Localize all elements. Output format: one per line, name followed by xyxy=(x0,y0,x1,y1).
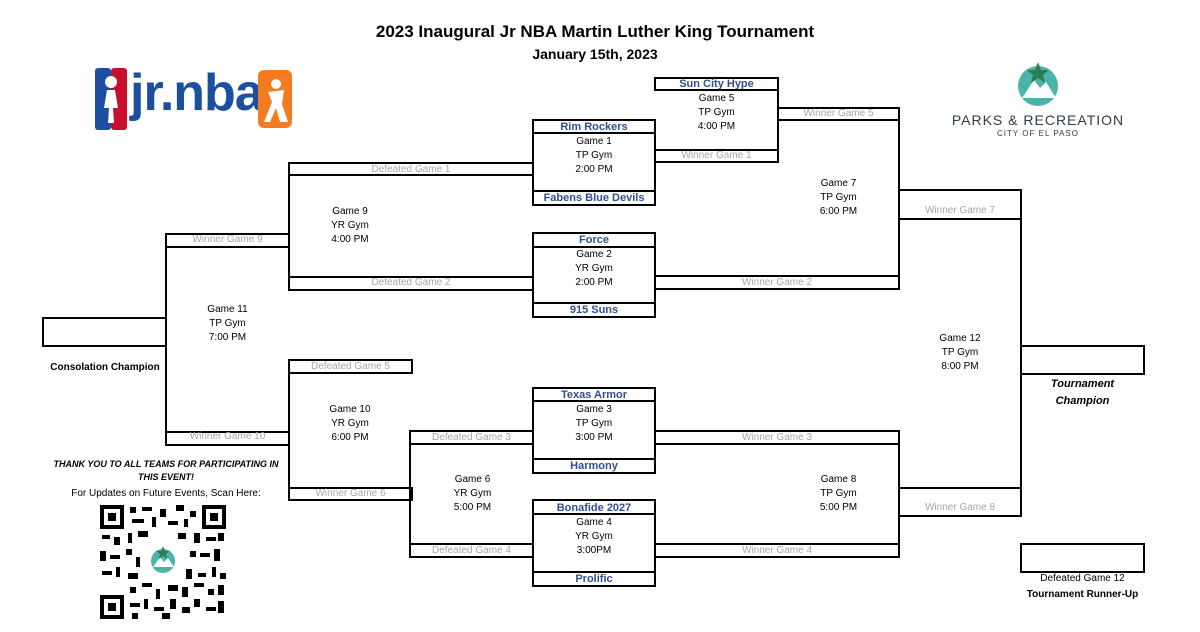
team-sun-city-hype: Sun City Hype xyxy=(679,78,754,90)
qr-code-icon[interactable] xyxy=(98,503,228,621)
team-texas-armor: Texas Armor xyxy=(560,389,628,401)
thank-you-note: THANK YOU TO ALL TEAMS FOR PARTICIPATING… xyxy=(53,459,279,482)
slot-defeated-game-5: Defeated Game 5 xyxy=(311,361,390,372)
slot-winner-game-2: Winner Game 2 xyxy=(741,277,813,288)
team-rim-rockers: Rim Rockers xyxy=(560,121,628,133)
scan-instructions: For Updates on Future Events, Scan Here: xyxy=(71,488,261,499)
slot-winner-game-6: Winner Game 6 xyxy=(315,488,386,499)
team-prolific: Prolific xyxy=(575,573,613,585)
consolation-champion-label: Consolation Champion xyxy=(50,362,160,373)
slot-defeated-game-3: Defeated Game 3 xyxy=(432,432,511,443)
defeated-game-12-label: Defeated Game 12 xyxy=(1040,573,1125,584)
team-force: Force xyxy=(579,234,609,246)
slot-winner-game-8: Winner Game 8 xyxy=(924,502,996,513)
team-bonafide-2027: Bonafide 2027 xyxy=(556,502,632,514)
slot-winner-game-1: Winner Game 1 xyxy=(681,150,752,161)
slot-winner-game-9: Winner Game 9 xyxy=(192,234,263,245)
jr-nba-wordmark: jr.nba xyxy=(130,64,264,122)
slot-winner-game-4: Winner Game 4 xyxy=(741,545,813,556)
team-fabens-blue-devils: Fabens Blue Devils xyxy=(543,192,645,204)
team-harmony: Harmony xyxy=(570,460,618,472)
parks-subtitle: CITY OF EL PASO xyxy=(997,129,1079,138)
parks-recreation-logo: PARKS & RECREATION CITY OF EL PASO xyxy=(940,60,1136,140)
slot-winner-game-5: Winner Game 5 xyxy=(803,108,874,119)
nba-logo-icon xyxy=(95,68,127,130)
wnba-logo-icon xyxy=(258,70,292,128)
slot-defeated-game-1: Defeated Game 1 xyxy=(371,164,451,175)
slot-defeated-game-4: Defeated Game 4 xyxy=(432,545,511,556)
mountain-star-icon xyxy=(1018,62,1058,106)
event-date: January 15th, 2023 xyxy=(532,46,658,62)
parks-title: PARKS & RECREATION xyxy=(951,112,1125,128)
slot-winner-game-7: Winner Game 7 xyxy=(924,205,996,216)
team-915-suns: 915 Suns xyxy=(569,304,619,316)
runner-up-label: Tournament Runner-Up xyxy=(1026,589,1139,600)
page-title: 2023 Inaugural Jr NBA Martin Luther King… xyxy=(375,22,815,41)
slot-defeated-game-2: Defeated Game 2 xyxy=(371,277,451,288)
slot-winner-game-3: Winner Game 3 xyxy=(741,432,813,443)
slot-winner-game-10: Winner Game 10 xyxy=(189,431,266,442)
